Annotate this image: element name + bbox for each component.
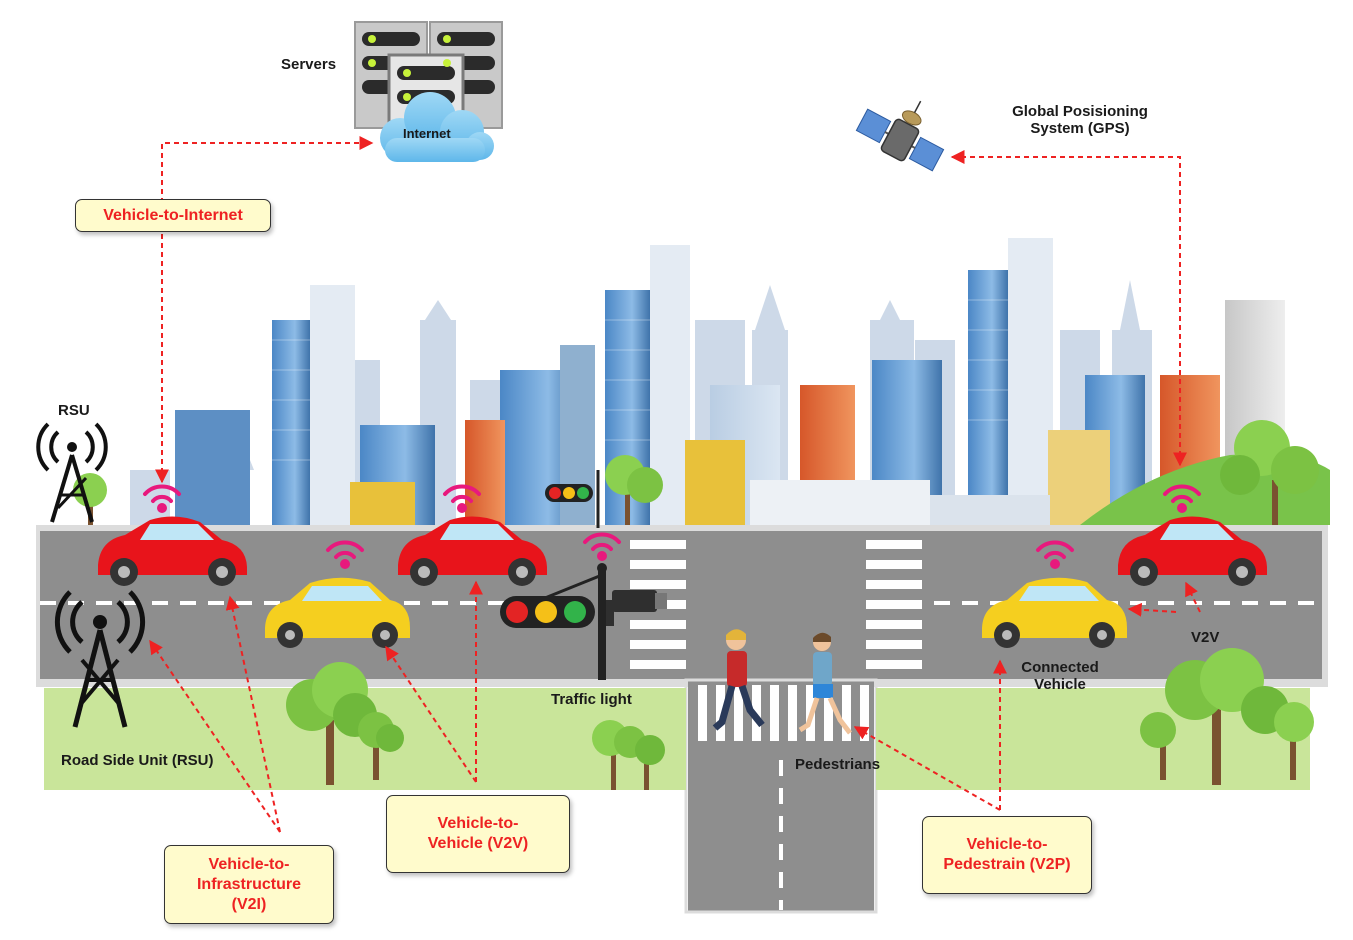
callout-v2v-line1: Vehicle-to- bbox=[437, 815, 519, 832]
callout-v2internet-text: Vehicle-to-Internet bbox=[103, 206, 243, 224]
callout-v2p-line2: Pedestrain (V2P) bbox=[943, 856, 1071, 873]
callout-v2i-line3: (V2I) bbox=[231, 895, 267, 913]
callout-v2p: Vehicle-to- Pedestrain (V2P) bbox=[922, 816, 1092, 894]
car-yellow-2 bbox=[982, 577, 1127, 648]
servers-label: Servers bbox=[281, 56, 337, 73]
gps-label: Global Posisioning System (GPS) bbox=[1000, 103, 1160, 138]
v2v-small-label: V2V bbox=[1191, 629, 1220, 646]
callout-v2v: Vehicle-to- Vehicle (V2V) bbox=[386, 795, 570, 873]
car-yellow-1 bbox=[265, 577, 410, 648]
car-red-2 bbox=[398, 516, 547, 586]
callout-v2i: Vehicle-to- Infrastructure (V2I) bbox=[164, 845, 334, 924]
callout-v2i-line1: Vehicle-to- bbox=[208, 855, 290, 873]
pedestrian-2-icon bbox=[798, 632, 852, 735]
callout-vehicle-to-internet: Vehicle-to-Internet bbox=[75, 199, 271, 232]
traffic-light-icon bbox=[500, 563, 667, 680]
wifi-signal-icons bbox=[143, 484, 1201, 569]
connected-vehicle-line1: Connected bbox=[1021, 659, 1099, 676]
callout-v2p-line1: Vehicle-to- bbox=[966, 836, 1048, 853]
car-red-3 bbox=[1118, 516, 1267, 586]
traffic-light-label: Traffic light bbox=[551, 691, 632, 708]
callout-v2v-line2: Vehicle (V2V) bbox=[427, 835, 529, 852]
gps-label-line1: Global Posisioning bbox=[1012, 103, 1148, 120]
connected-vehicle-line2: Vehicle bbox=[1034, 676, 1086, 694]
rsu-tower-top-icon bbox=[36, 422, 108, 523]
connection-arrows bbox=[149, 136, 1201, 833]
pedestrians-label: Pedestrians bbox=[795, 756, 881, 773]
pedestrian-1-icon bbox=[712, 629, 765, 731]
road-side-unit-label: Road Side Unit (RSU) bbox=[61, 752, 214, 769]
callout-v2i-line2: Infrastructure bbox=[196, 875, 302, 893]
connected-vehicle-label: Connected Vehicle bbox=[1010, 659, 1110, 694]
traffic-light-small-icon bbox=[545, 470, 600, 528]
car-red-1 bbox=[98, 516, 247, 586]
cloud-icon bbox=[380, 92, 494, 162]
trees bbox=[73, 420, 1319, 790]
city-skyline bbox=[130, 238, 1330, 525]
rsu-top-label: RSU bbox=[58, 402, 90, 419]
satellite-icon bbox=[855, 100, 945, 172]
rsu-tower-icon bbox=[54, 590, 146, 728]
internet-label: Internet bbox=[403, 126, 451, 141]
gps-label-line2: System (GPS) bbox=[1030, 120, 1130, 138]
